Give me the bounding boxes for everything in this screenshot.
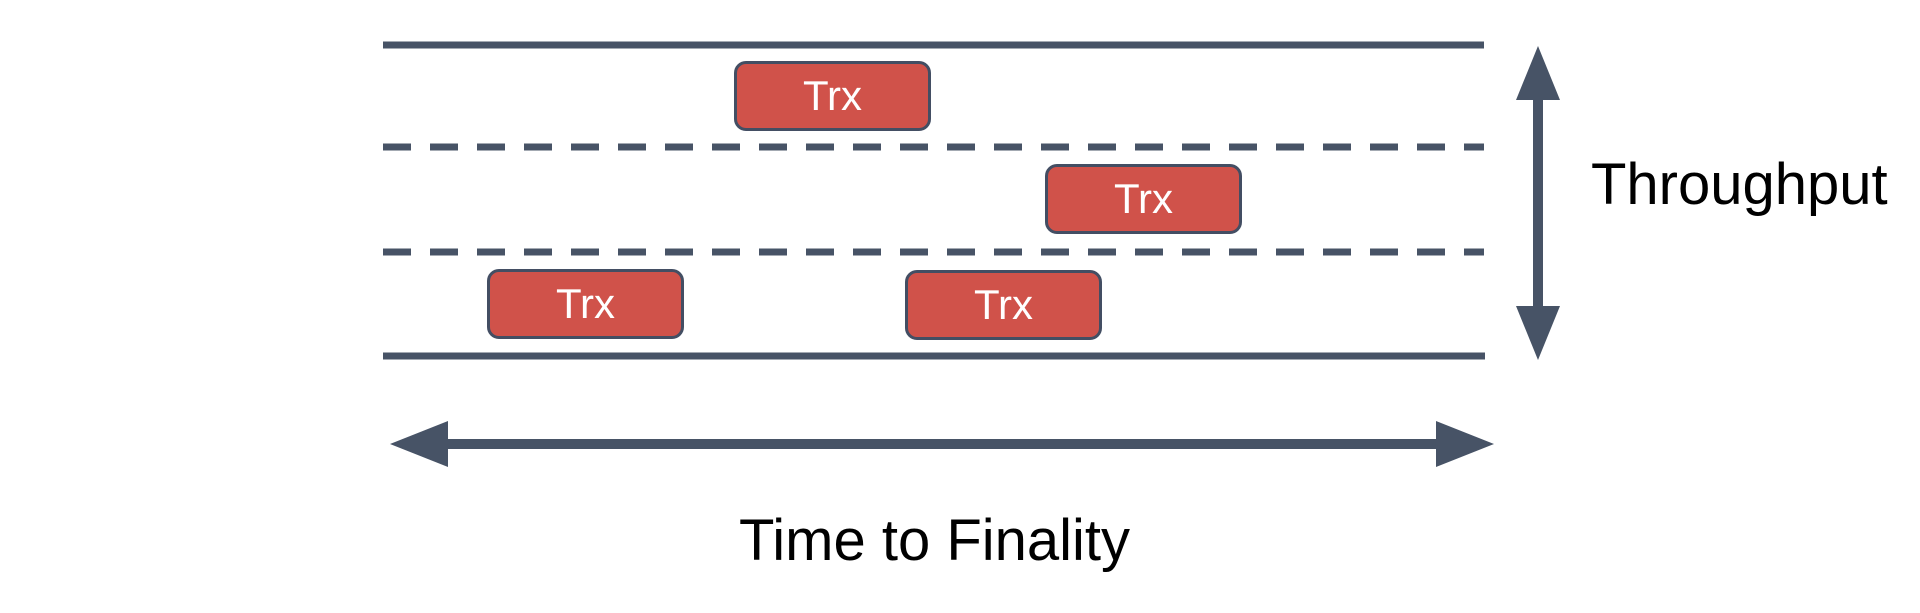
vertical-double-arrow-icon bbox=[1516, 46, 1560, 360]
trx-box: Trx bbox=[1045, 164, 1242, 234]
trx-box: Trx bbox=[487, 269, 684, 339]
time-to-finality-axis-label: Time to Finality bbox=[739, 508, 1131, 573]
horizontal-double-arrow-icon bbox=[390, 421, 1494, 467]
trx-box: Trx bbox=[734, 61, 931, 131]
trx-box: Trx bbox=[905, 270, 1102, 340]
throughput-axis-label: Throughput bbox=[1591, 152, 1888, 217]
